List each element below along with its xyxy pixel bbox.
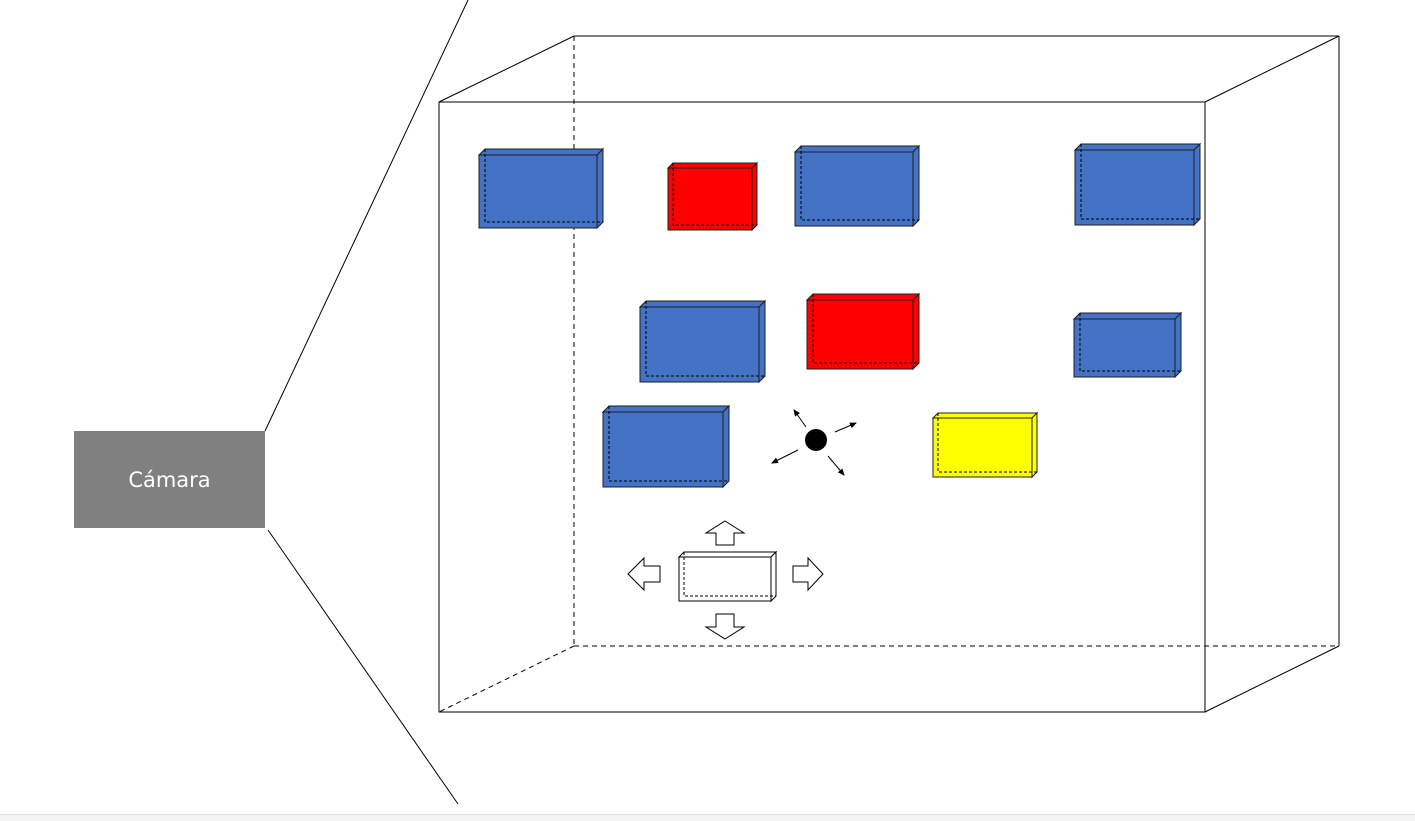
blue-box-5-hidden-edges — [1079, 313, 1181, 372]
blue-box-5-front — [1073, 318, 1176, 378]
yellow-box-1-side — [1031, 411, 1038, 479]
white-box-1 — [677, 550, 778, 603]
blue-box-6-side — [722, 404, 730, 489]
blue-box-2-hidden-edges — [800, 146, 919, 221]
arrow-down-left — [771, 449, 799, 464]
blue-box-3 — [1073, 142, 1202, 227]
yellow-box-1 — [931, 411, 1039, 479]
blue-box-1-hidden-edges — [484, 149, 603, 223]
blue-box-6 — [601, 404, 731, 489]
center-dot — [805, 429, 827, 451]
frustum-line-top — [264, 0, 469, 432]
room-hidden-edges — [438, 36, 1339, 713]
blue-box-2-top — [793, 145, 921, 153]
camera-label: Cámara — [128, 467, 211, 492]
red-box-2-side — [912, 292, 920, 371]
blue-box-5-top — [1072, 312, 1183, 320]
arrow-down-right — [827, 455, 845, 476]
red-box-2 — [805, 292, 921, 371]
red-box-1-hidden-edges — [672, 163, 757, 226]
frustum-line-bottom — [267, 529, 459, 805]
blue-box-1-front — [478, 154, 598, 229]
yellow-box-1-front — [932, 417, 1033, 478]
blue-box-4-side — [758, 299, 766, 384]
bottom-bar — [0, 814, 1415, 821]
boxes-group — [477, 142, 1202, 603]
blue-box-3-side — [1193, 142, 1201, 227]
blue-box-1-top — [477, 148, 605, 156]
white-box-1-top — [677, 551, 778, 558]
white-box-1-hidden-edges — [683, 552, 776, 597]
blue-box-6-front — [602, 411, 724, 488]
room-edges — [438, 35, 1340, 713]
block-arrow-left — [627, 556, 661, 592]
translation-arrows — [627, 520, 824, 640]
white-box-1-front — [678, 556, 772, 602]
block-arrow-right — [792, 556, 824, 592]
arrow-up-right — [834, 422, 857, 433]
blue-box-5-side — [1174, 311, 1182, 379]
blue-box-4-front — [639, 306, 760, 383]
red-box-2-top — [805, 293, 921, 301]
blue-box-2-side — [912, 144, 920, 228]
white-box-1-side — [770, 550, 777, 603]
blue-box-4-hidden-edges — [645, 301, 765, 377]
yellow-box-1-hidden-edges — [937, 413, 1037, 473]
red-box-2-front — [806, 299, 914, 370]
blue-box-2-front — [794, 151, 914, 227]
blue-box-4-top — [638, 300, 767, 308]
camera-box: Cámara — [74, 431, 265, 528]
yellow-box-1-top — [931, 412, 1039, 419]
red-box-1-front — [667, 167, 753, 231]
blue-box-1-side — [596, 147, 604, 230]
blue-box-5 — [1072, 311, 1183, 379]
blue-box-4 — [638, 299, 767, 384]
rotation-indicator — [771, 409, 857, 476]
blue-box-3-hidden-edges — [1080, 144, 1200, 220]
red-box-1-side — [751, 161, 758, 232]
block-arrow-up — [704, 520, 746, 546]
arrow-up-left — [793, 409, 807, 428]
red-box-2-hidden-edges — [812, 294, 919, 364]
blue-box-3-front — [1074, 149, 1195, 226]
red-box-1-top — [666, 162, 759, 169]
blue-box-6-top — [601, 405, 731, 413]
block-arrow-down — [704, 613, 746, 640]
blue-box-3-top — [1073, 143, 1202, 151]
blue-box-6-hidden-edges — [608, 406, 729, 482]
red-box-1 — [666, 161, 759, 232]
blue-box-2 — [793, 144, 921, 228]
blue-box-1 — [477, 147, 605, 230]
